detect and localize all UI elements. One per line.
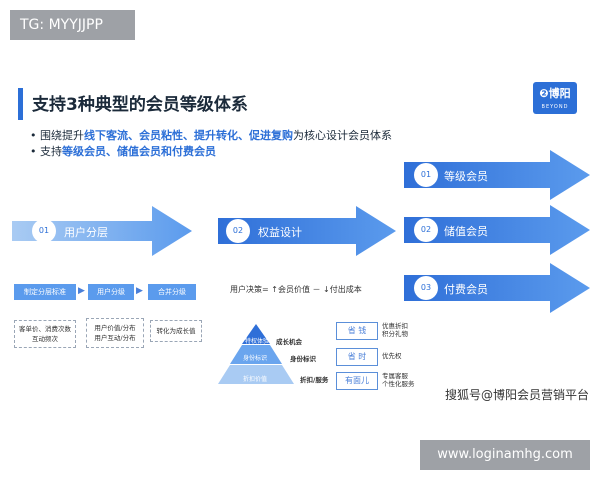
pyramid-level-2-label: 身份标识 xyxy=(243,355,268,362)
step-number-badge: 01 xyxy=(32,219,56,243)
bullet-2-highlight: 等级会员、储值会员和付费会员 xyxy=(62,145,216,158)
pyramid-side-label: 成长机会 xyxy=(276,338,302,346)
benefit-desc: 专属客服 个性化服务 xyxy=(382,372,415,388)
source-credit: 搜狐号@博阳会员营销平台 xyxy=(445,388,590,402)
flow-arrow-user-segmentation: 01 用户分层 xyxy=(12,206,192,256)
logo-subtext: BEYOND xyxy=(541,104,569,110)
desc-box-growth: 转化为成长值 xyxy=(150,320,202,342)
bullet-1-highlight: 线下客流、会员粘性、提升转化、促进复购 xyxy=(84,129,293,142)
pyramid-level-middle xyxy=(230,345,282,364)
member-type-paid: 03 付费会员 xyxy=(404,263,590,313)
bullet-1: • 围绕提升线下客流、会员粘性、提升转化、促进复购为核心设计会员体系 xyxy=(30,129,392,142)
desc-box-distribution: 用户价值/分布 用户互动/分布 xyxy=(86,318,144,348)
member-type-stored-value: 02 储值会员 xyxy=(404,205,590,255)
bullet-2-prefix: 支持 xyxy=(40,145,62,158)
brand-logo: ❷博阳 BEYOND xyxy=(533,82,577,114)
arrow-shape xyxy=(404,150,590,200)
type-label: 等级会员 xyxy=(444,170,488,183)
type-label: 储值会员 xyxy=(444,225,488,238)
bullet-2: • 支持等级会员、储值会员和付费会员 xyxy=(30,145,216,158)
step-label: 权益设计 xyxy=(258,226,302,239)
pyramid-level-3-label: 折扣价值 xyxy=(243,376,268,383)
benefit-tag-prestige: 有面儿 xyxy=(336,372,378,390)
chevron-right-icon: ▶ xyxy=(78,286,85,296)
type-label: 付费会员 xyxy=(444,283,488,296)
decision-formula: 用户决策= ↑会员价值 － ↓付出成本 xyxy=(230,285,362,294)
arrow-shape xyxy=(404,263,590,313)
watermark-tag: TG: MYYJJPP xyxy=(10,10,135,40)
logo-text: ❷博阳 xyxy=(539,87,571,100)
chevron-right-icon: ▶ xyxy=(136,286,143,296)
process-chip-merge: 合并分级 xyxy=(148,284,196,300)
pyramid-level-top xyxy=(242,324,270,344)
process-chip-standard: 制定分层标准 xyxy=(14,284,76,300)
benefit-desc: 优惠折扣 积分礼物 xyxy=(382,322,408,338)
pyramid-side-label: 身份标识 xyxy=(290,355,316,363)
bullet-1-suffix: 为核心设计会员体系 xyxy=(293,129,392,142)
watermark-url: www.loginamhg.com xyxy=(420,440,590,470)
process-chip-grading: 用户分级 xyxy=(88,284,134,300)
pyramid-level-1-label: 特权体验 xyxy=(245,338,270,345)
page-title: 支持3种典型的会员等级体系 xyxy=(32,95,248,115)
pyramid-side-label: 折扣/服务 xyxy=(300,376,329,384)
arrow-shape xyxy=(12,206,192,256)
type-number-badge: 01 xyxy=(414,163,438,187)
benefit-desc: 优先权 xyxy=(382,352,402,360)
desc-box-criteria: 客单价、消费次数 互动频次 xyxy=(14,320,76,348)
step-label: 用户分层 xyxy=(64,226,108,239)
title-accent-bar xyxy=(18,88,23,120)
bullet-1-prefix: 围绕提升 xyxy=(40,129,84,142)
benefit-tag-save-time: 省 时 xyxy=(336,348,378,366)
step-number-badge: 02 xyxy=(226,219,250,243)
arrow-shape xyxy=(404,205,590,255)
member-type-level: 01 等级会员 xyxy=(404,150,590,200)
flow-arrow-benefit-design: 02 权益设计 xyxy=(218,206,396,256)
benefit-tag-save-money: 省 钱 xyxy=(336,322,378,340)
pyramid-level-bottom xyxy=(218,365,294,384)
type-number-badge: 02 xyxy=(414,218,438,242)
arrow-shape xyxy=(218,206,396,256)
benefit-pyramid xyxy=(218,324,294,384)
type-number-badge: 03 xyxy=(414,276,438,300)
